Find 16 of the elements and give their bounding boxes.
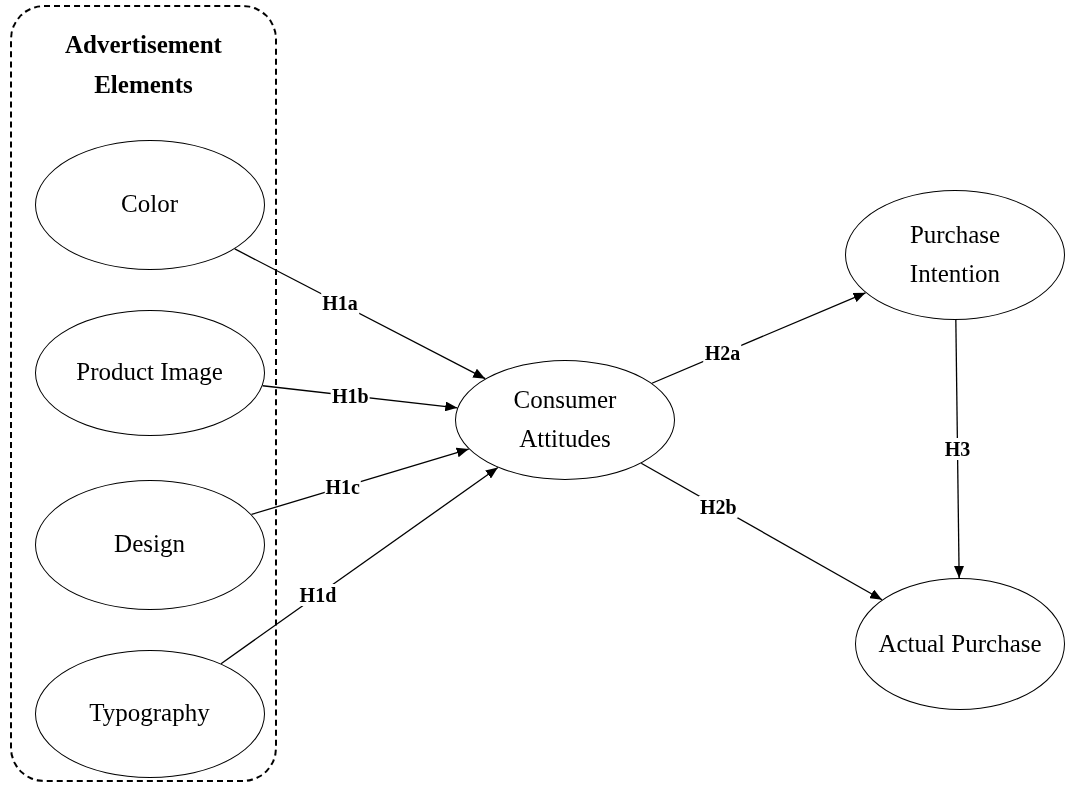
edge-label: H3	[943, 438, 972, 460]
edge-label: H2a	[703, 342, 742, 365]
arrow	[954, 319, 964, 579]
node-label: Consumer Attitudes	[512, 385, 618, 454]
node-label: Purchase Intention	[908, 220, 1002, 289]
group-heading: Advertisement Elements	[64, 30, 223, 100]
node-label: Color	[121, 189, 178, 220]
node-label: Actual Purchase	[878, 628, 1042, 659]
node-label: Design	[114, 529, 185, 560]
edge-label: H2b	[698, 495, 738, 518]
node-label: Product Image	[76, 357, 223, 388]
edge-label: H1d	[298, 584, 338, 606]
arrow	[220, 466, 499, 665]
group-box	[10, 5, 277, 782]
node-label: Typography	[89, 698, 210, 729]
edge-label: H1a	[321, 292, 359, 315]
